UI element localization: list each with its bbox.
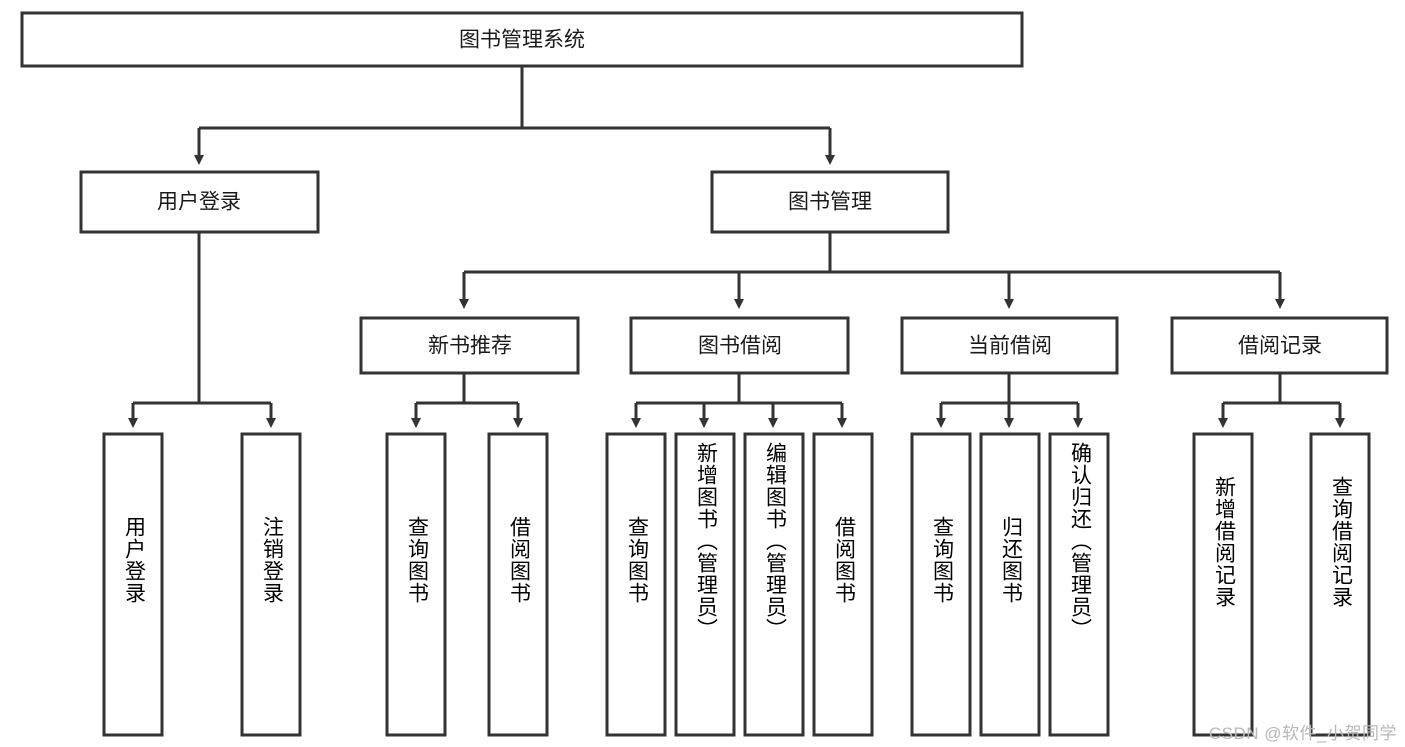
node-leaf-confirm-return-box[interactable] — [1048, 432, 1110, 737]
node-root-label: 图书管理系统 — [459, 29, 585, 52]
node-new-book-recommend-box[interactable] — [359, 316, 580, 375]
node-new-book-recommend-label: 新书推荐 — [428, 335, 512, 358]
node-leaf-query-book-1-box[interactable] — [385, 432, 447, 737]
node-leaf-query-record-box[interactable] — [1309, 432, 1371, 737]
node-current-borrow-box[interactable] — [900, 316, 1119, 375]
node-leaf-edit-book-box[interactable] — [743, 432, 805, 737]
node-borrow-record-box[interactable] — [1170, 316, 1389, 375]
node-borrow-record-label: 借阅记录 — [1238, 335, 1322, 358]
node-current-borrow-label: 当前借阅 — [968, 335, 1052, 358]
csdn-watermark: CSDN @软件_小贺同学 — [1208, 724, 1397, 743]
node-leaf-logout-login-box[interactable] — [240, 432, 302, 737]
connector-group-book-borrow — [631, 373, 847, 428]
node-new-book-recommend[interactable]: 新书推荐 — [359, 316, 580, 375]
node-current-borrow[interactable]: 当前借阅 — [900, 316, 1119, 375]
connector-group-borrow-record — [1218, 373, 1345, 428]
node-leaf-add-book-box[interactable] — [674, 432, 736, 737]
node-book-management-label: 图书管理 — [788, 191, 872, 214]
connector-group-current-borrow — [936, 373, 1083, 428]
node-book-borrow[interactable]: 图书借阅 — [629, 316, 850, 375]
node-book-management[interactable]: 图书管理 — [710, 170, 950, 234]
node-root[interactable]: 图书管理系统 — [20, 11, 1024, 68]
node-root-box[interactable] — [20, 11, 1024, 68]
connector-group-user-login — [128, 232, 276, 428]
connector-group-book-management — [459, 232, 1285, 309]
node-user-login[interactable]: 用户登录 — [79, 170, 320, 234]
connector-group-root — [194, 66, 835, 165]
node-leaf-return-book-box[interactable] — [979, 432, 1041, 737]
node-leaf-borrow-book-2-box[interactable] — [812, 432, 874, 737]
node-book-borrow-label: 图书借阅 — [698, 335, 782, 358]
node-leaf-borrow-book-1-box[interactable] — [487, 432, 549, 737]
node-leaf-user-login-box[interactable] — [102, 432, 164, 737]
node-book-borrow-box[interactable] — [629, 316, 850, 375]
node-user-login-box[interactable] — [79, 170, 320, 234]
node-leaf-query-book-3-box[interactable] — [910, 432, 972, 737]
connector-group-new-book-recommend — [411, 373, 523, 428]
node-book-management-box[interactable] — [710, 170, 950, 234]
node-leaf-add-record-box[interactable] — [1192, 432, 1254, 737]
node-leaf-query-book-2-box[interactable] — [605, 432, 667, 737]
node-borrow-record[interactable]: 借阅记录 — [1170, 316, 1389, 375]
node-user-login-label: 用户登录 — [157, 191, 241, 214]
